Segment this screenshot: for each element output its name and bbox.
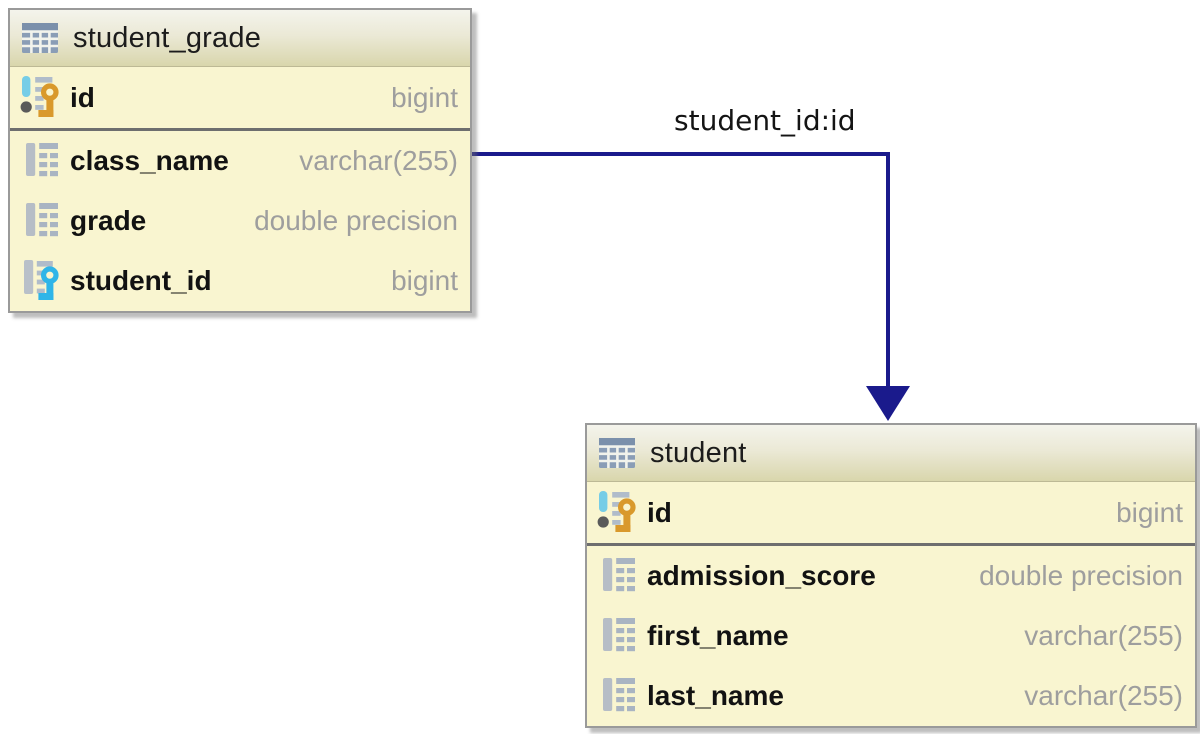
column-type: varchar(255) <box>1024 620 1183 651</box>
column-icon <box>26 203 58 237</box>
table-icon <box>20 21 60 55</box>
table-student_grade[interactable]: student_grade id bigint class_name varch… <box>8 8 472 313</box>
table-name: student <box>650 436 747 469</box>
column-name: grade <box>70 205 147 236</box>
column-type: bigint <box>391 81 458 113</box>
table-row[interactable]: grade double precision <box>10 191 470 251</box>
column-icon <box>603 618 635 652</box>
column-type: bigint <box>391 265 458 296</box>
primary-key-icon <box>20 75 64 121</box>
table-row[interactable]: class_name varchar(255) <box>10 131 470 191</box>
column-type: varchar(255) <box>299 145 458 176</box>
relationship-label: student_id:id <box>674 104 856 137</box>
table-icon <box>597 436 637 470</box>
key-separator <box>10 128 470 131</box>
column-name: first_name <box>647 620 789 651</box>
column-type: double precision <box>979 560 1183 591</box>
foreign-key-icon <box>20 258 64 304</box>
column-type: double precision <box>254 205 458 236</box>
column-type: varchar(255) <box>1024 680 1183 711</box>
column-type: bigint <box>1116 496 1183 528</box>
column-name: id <box>647 496 672 528</box>
column-icon <box>26 143 58 177</box>
table-row[interactable]: id bigint <box>587 482 1195 543</box>
table-row[interactable]: id bigint <box>10 67 470 128</box>
column-icon <box>603 678 635 712</box>
table-header[interactable]: student_grade <box>10 10 470 67</box>
table-row[interactable]: first_name varchar(255) <box>587 606 1195 666</box>
table-student[interactable]: student id bigint admission_score double… <box>585 423 1197 728</box>
column-name: id <box>70 81 95 113</box>
column-name: last_name <box>647 680 784 711</box>
table-name: student_grade <box>73 21 262 54</box>
table-row[interactable]: student_id bigint <box>10 251 470 311</box>
column-name: class_name <box>70 145 229 176</box>
column-name: student_id <box>70 265 212 296</box>
primary-key-icon <box>597 490 641 536</box>
column-name: admission_score <box>647 560 876 591</box>
key-separator <box>587 543 1195 546</box>
column-icon <box>603 558 635 592</box>
table-row[interactable]: last_name varchar(255) <box>587 666 1195 726</box>
table-row[interactable]: admission_score double precision <box>587 546 1195 606</box>
table-header[interactable]: student <box>587 425 1195 482</box>
